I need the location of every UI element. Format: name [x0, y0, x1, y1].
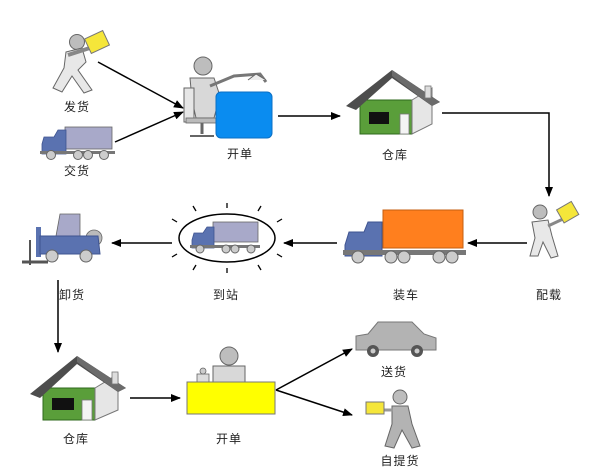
node-label-delivery: 送货	[380, 365, 408, 379]
node-label-self-pickup: 自提货	[380, 454, 420, 468]
warehouse-icon	[346, 70, 440, 135]
person-pickup-package-icon	[365, 389, 421, 449]
forklift-icon	[22, 213, 103, 265]
arrow-handover-to-open	[114, 111, 184, 143]
service-counter-icon	[186, 346, 276, 415]
node-label-loading: 装车	[392, 288, 420, 302]
flow-arrows	[54, 61, 553, 416]
node-label-warehouse: 仓库	[381, 148, 409, 162]
node-label-ship: 发货	[63, 100, 91, 114]
node-label-open-order: 开单	[215, 432, 243, 446]
node-label-handover: 交货	[63, 164, 91, 178]
car-icon	[355, 321, 437, 357]
arrow-warehouse-to-stowage	[442, 112, 553, 197]
running-person-package-icon	[52, 29, 111, 94]
node-label-stowage: 配载	[535, 288, 563, 302]
arrival-truck-oval-icon	[171, 203, 283, 273]
walking-person-package-icon	[529, 200, 580, 259]
node-label-unloading: 卸货	[58, 288, 86, 302]
arrow-open-to-delivery	[275, 348, 353, 391]
node-label-arrival: 到站	[212, 288, 240, 302]
arrow-open-to-pickup	[275, 389, 353, 416]
container-truck-icon	[343, 209, 466, 264]
node-label-warehouse: 仓库	[62, 432, 90, 446]
clerk-at-computer-icon	[183, 56, 273, 139]
warehouse-icon	[30, 356, 126, 421]
small-truck-icon	[40, 126, 115, 160]
node-label-open-order: 开单	[226, 147, 254, 161]
arrow-ship-to-open	[97, 61, 184, 109]
